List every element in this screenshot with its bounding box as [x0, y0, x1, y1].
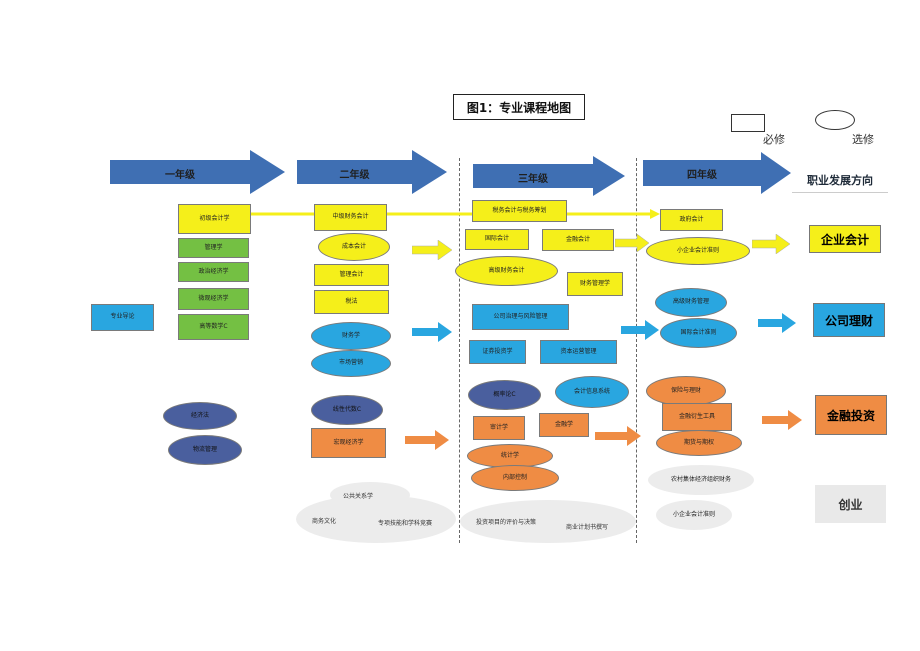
- year4-arrow: [643, 152, 791, 194]
- course-y4-cloud-1: 农村集体经济组织财务: [648, 465, 754, 495]
- cloud-y3: [460, 500, 636, 543]
- course-y4-orange-2: 金融衍生工具: [662, 403, 732, 431]
- course-intro: 专业导论: [91, 304, 154, 331]
- course-y3-blue-2: 证券投资学: [469, 340, 526, 364]
- legend-elective-label: 选修: [852, 133, 874, 146]
- career-accounting: 企业会计: [809, 225, 881, 253]
- arrow-y4-blue: [758, 313, 796, 333]
- course-y4-yellow-2: 小企业会计准则: [646, 237, 750, 265]
- cloud-y2-text-2: 商务文化: [312, 518, 337, 525]
- arrow-y3-yellow: [615, 234, 649, 252]
- year3-label: 三年级: [518, 174, 548, 185]
- career-entrepreneurship: 创业: [815, 485, 886, 523]
- course-y3-yellow-5: 财务管理学: [567, 272, 623, 296]
- course-y4-orange-3: 期货与期权: [656, 430, 742, 456]
- course-y4-yellow-1: 政府会计: [660, 209, 723, 231]
- arrow-y4-orange: [762, 410, 802, 430]
- course-y3-orange-2: 金融学: [539, 413, 589, 437]
- course-y3-blue-1: 公司治理与风险管理: [472, 304, 569, 330]
- cloud-y3-text-1: 投资项目的评价与决策: [476, 519, 537, 526]
- cloud-y2-text-1: 公共关系学: [343, 493, 374, 500]
- arrow-y2-yellow: [412, 240, 452, 260]
- year1-arrow: [110, 150, 285, 194]
- year1-label: 一年级: [165, 170, 195, 181]
- course-y3-orange-4: 内部控制: [471, 465, 559, 491]
- course-y2-blue-1: 财务学: [311, 322, 391, 350]
- course-y1-oval-1: 经济法: [163, 402, 237, 430]
- separator-year2-3: [459, 158, 460, 543]
- arrow-y4-yellow: [752, 234, 790, 254]
- course-y2-yellow-3: 管理会计: [314, 264, 389, 286]
- cloud-y2-text-3: 专项技能和学科竞赛: [378, 520, 433, 527]
- course-y3-blue-3: 资本运营管理: [540, 340, 617, 364]
- course-y1-yellow-1: 初级会计学: [178, 204, 251, 234]
- course-y1-green-1: 管理学: [178, 238, 249, 258]
- course-y4-orange-1: 保险与理财: [646, 376, 726, 406]
- arrow-y2-orange: [405, 430, 449, 450]
- course-y4-cloud-2: 小企业会计准则: [656, 500, 732, 530]
- legend-required-label: 必修: [763, 133, 785, 146]
- course-y1-green-3: 微观经济学: [178, 288, 249, 310]
- separator-year3-4: [636, 158, 637, 543]
- legend-required-swatch: [731, 114, 765, 132]
- course-y2-dark-1: 线性代数C: [311, 395, 383, 425]
- year2-label: 二年级: [339, 170, 370, 181]
- course-y4-blue-1: 高级财务管理: [655, 288, 727, 317]
- arrow-y3-orange: [595, 426, 641, 446]
- course-y2-yellow-2: 成本会计: [318, 233, 390, 261]
- course-y3-yellow-3: 金融会计: [542, 229, 614, 251]
- course-y1-green-2: 政治经济学: [178, 262, 249, 282]
- career-financial-investment: 金融投资: [815, 395, 887, 435]
- course-y4-blue-2: 国际会计准则: [660, 318, 737, 348]
- cloud-y2-top: [330, 482, 410, 508]
- course-y3-orange-3: 统计学: [467, 444, 553, 468]
- diagram-title: 图1：专业课程地图: [453, 94, 585, 120]
- course-y1-green-4: 高等数学C: [178, 314, 249, 340]
- career-corporate-finance: 公司理财: [813, 303, 885, 337]
- course-y3-yellow-2: 国际会计: [465, 229, 529, 250]
- cloud-y3-text-2: 商业计划书撰写: [566, 524, 609, 531]
- legend-elective-swatch: [815, 110, 855, 130]
- course-y2-blue-2: 市场营销: [311, 350, 391, 377]
- year2-arrow: [297, 150, 447, 194]
- career-header: 职业发展方向: [792, 167, 888, 193]
- course-y3-yellow-4: 高级财务会计: [455, 256, 558, 286]
- arrow-y2-blue: [412, 322, 452, 342]
- course-y2-orange-1: 宏观经济学: [311, 428, 386, 458]
- year4-label: 四年级: [687, 170, 717, 181]
- required-flow-line: [250, 209, 660, 219]
- course-y3-dark-1: 概率论C: [468, 380, 541, 410]
- course-y2-yellow-4: 税法: [314, 290, 389, 314]
- course-y3-yellow-1: 税务会计与税务筹划: [472, 200, 567, 222]
- arrow-y3-blue: [621, 320, 659, 340]
- course-y3-orange-1: 审计学: [473, 416, 525, 440]
- course-y3-blue-oval-1: 会计信息系统: [555, 376, 629, 408]
- course-y1-oval-2: 物流管理: [168, 435, 242, 465]
- course-y2-yellow-1: 中级财务会计: [314, 204, 387, 231]
- year3-arrow: [473, 156, 625, 196]
